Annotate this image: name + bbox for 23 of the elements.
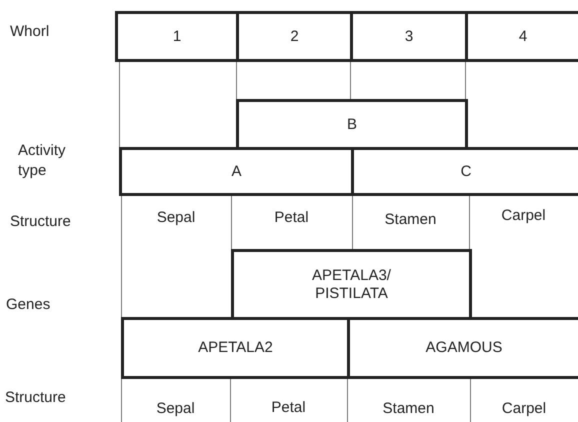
structure-label: Sepal — [155, 399, 196, 419]
row-label: Activity type — [18, 141, 67, 182]
activity-box: 4 — [465, 11, 578, 62]
activity-box: C — [351, 147, 578, 196]
row-label: Genes — [6, 295, 52, 315]
activity-box: APETALA3/ PISTILATA — [231, 249, 472, 320]
structure-label: Petal — [273, 208, 310, 228]
structure-label: Stamen — [384, 210, 438, 230]
activity-box: A — [119, 147, 354, 196]
activity-box: AGAMOUS — [347, 317, 578, 379]
activity-box: APETALA2 — [121, 317, 350, 379]
structure-label: Stamen — [382, 399, 436, 419]
structure-label: Carpel — [500, 206, 547, 226]
row-label: Whorl — [10, 22, 50, 42]
structure-label: Carpel — [500, 399, 548, 419]
activity-box: B — [236, 99, 468, 150]
activity-box: 2 — [236, 11, 353, 62]
row-label: Structure — [5, 388, 67, 408]
structure-label: Petal — [270, 398, 307, 418]
activity-box: 1 — [115, 11, 239, 62]
row-label: Structure — [10, 212, 72, 232]
structure-label: Sepal — [156, 208, 196, 228]
activity-box: 3 — [350, 11, 468, 62]
